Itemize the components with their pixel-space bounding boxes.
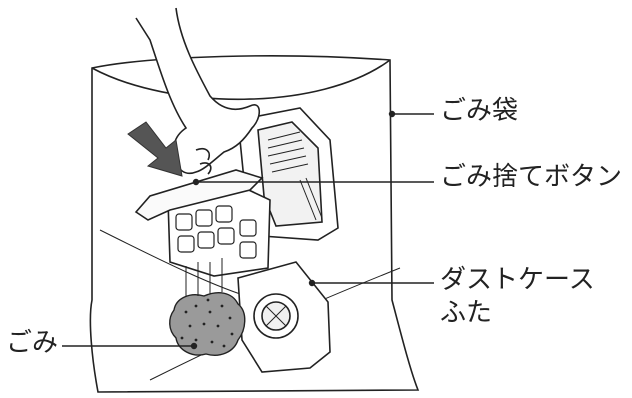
filter-comb <box>267 131 323 221</box>
label-dust: ごみ <box>6 328 59 358</box>
dust-clump-icon <box>169 258 246 356</box>
label-dust-button: ごみ捨てボタン <box>440 162 623 192</box>
hand-icon <box>135 7 261 175</box>
dust-case-icon <box>134 107 339 373</box>
leader-lines <box>62 110 434 350</box>
label-dust-case-lid: ふた <box>440 298 493 328</box>
arrow-icon <box>127 121 183 177</box>
lid-icon <box>237 261 331 373</box>
grid-cells <box>175 205 257 259</box>
label-bag: ごみ袋 <box>440 96 519 126</box>
label-dust-case: ダストケース <box>440 265 595 295</box>
